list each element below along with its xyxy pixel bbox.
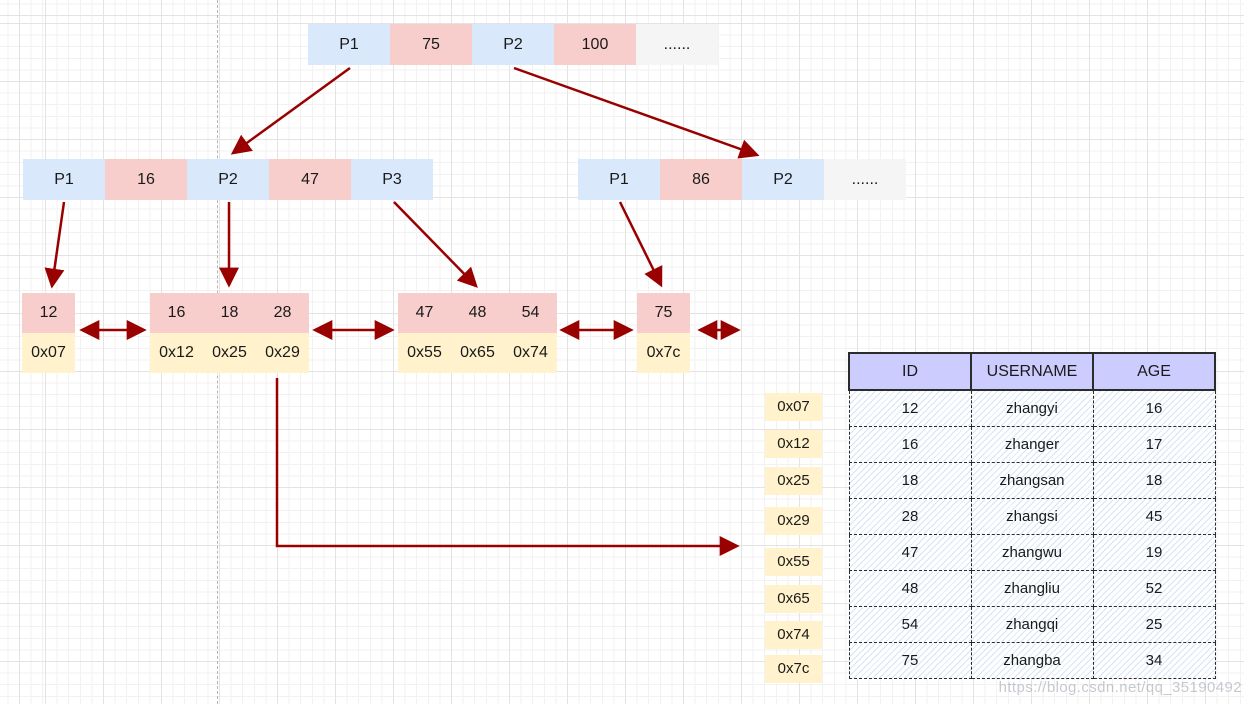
- arrow-internal-left-p1-to-leaf-12: [44, 201, 66, 289]
- table-row: 12 zhangyi 16: [848, 389, 1216, 427]
- address-label: 0x74: [765, 621, 822, 649]
- node-cell-pointer: P2: [187, 159, 269, 200]
- node-cell-pointer: P1: [308, 24, 390, 65]
- watermark: https://blog.csdn.net/qq_35190492: [998, 679, 1242, 696]
- table-row: 75 zhangba 34: [848, 642, 1216, 679]
- table-row: 47 zhangwu 19: [848, 534, 1216, 571]
- arrow-leaf-0x29-to-table: [275, 378, 740, 556]
- node-cell-ellipsis: ......: [824, 159, 906, 200]
- table-cell: 17: [1092, 426, 1216, 463]
- leaf-key-cell: 16: [150, 293, 203, 333]
- table-row: 54 zhangqi 25: [848, 606, 1216, 643]
- leaf-address-cell: 0x7c: [637, 333, 690, 373]
- table-cell: 54: [848, 606, 972, 643]
- table-cell: 19: [1092, 534, 1216, 571]
- table-cell: 16: [1092, 389, 1216, 427]
- data-table: ID USERNAME AGE 12 zhangyi 16 16 zhanger…: [848, 352, 1216, 679]
- arrow-internal-left-p3-to-leaf-47: [393, 201, 478, 288]
- leaf-address-cell: 0x12: [150, 333, 203, 373]
- table-cell: 48: [848, 570, 972, 607]
- table-cell: 34: [1092, 642, 1216, 679]
- table-header-row: ID USERNAME AGE: [848, 352, 1216, 391]
- btree-root-node: P1 75 P2 100 ......: [308, 24, 718, 65]
- leaf-key-cell: 47: [398, 293, 451, 333]
- table-row: 18 zhangsan 18: [848, 462, 1216, 499]
- table-cell: zhangyi: [970, 389, 1094, 427]
- node-cell-pointer: P3: [351, 159, 433, 200]
- table-cell: zhangsi: [970, 498, 1094, 535]
- node-cell-key: 75: [390, 24, 472, 65]
- table-cell: zhanger: [970, 426, 1094, 463]
- arrow-root-p2-to-internal-right: [513, 66, 760, 159]
- table-row: 16 zhanger 17: [848, 426, 1216, 463]
- table-cell: 12: [848, 389, 972, 427]
- leaf-key-cell: 75: [637, 293, 690, 333]
- btree-internal-node-left: P1 16 P2 47 P3: [23, 159, 433, 200]
- table-cell: 45: [1092, 498, 1216, 535]
- address-label: 0x65: [765, 585, 822, 613]
- leaf-key-cell: 18: [203, 293, 256, 333]
- table-cell: zhangqi: [970, 606, 1094, 643]
- table-cell: 18: [1092, 462, 1216, 499]
- btree-leaf-node: 12 0x07: [22, 293, 75, 373]
- table-row: 48 zhangliu 52: [848, 570, 1216, 607]
- table-cell: 16: [848, 426, 972, 463]
- node-cell-pointer: P2: [472, 24, 554, 65]
- leaf-key-cell: 54: [504, 293, 557, 333]
- leaf-address-cell: 0x55: [398, 333, 451, 373]
- table-row: 28 zhangsi 45: [848, 498, 1216, 535]
- table-header-cell: AGE: [1092, 352, 1216, 391]
- node-cell-key: 16: [105, 159, 187, 200]
- table-cell: zhangba: [970, 642, 1094, 679]
- table-cell: 52: [1092, 570, 1216, 607]
- leaf-address-cell: 0x65: [451, 333, 504, 373]
- table-cell: zhangliu: [970, 570, 1094, 607]
- node-cell-pointer: P1: [23, 159, 105, 200]
- table-header-cell: ID: [848, 352, 972, 391]
- table-cell: 18: [848, 462, 972, 499]
- table-cell: 75: [848, 642, 972, 679]
- btree-leaf-node: 16 18 28 0x12 0x25 0x29: [150, 293, 309, 373]
- node-cell-pointer: P1: [578, 159, 660, 200]
- leaf-address-cell: 0x07: [22, 333, 75, 373]
- table-cell: zhangsan: [970, 462, 1094, 499]
- table-cell: zhangwu: [970, 534, 1094, 571]
- arrow-internal-right-p1-to-leaf-75: [618, 201, 663, 288]
- leaf-key-cell: 28: [256, 293, 309, 333]
- arrow-root-p1-to-internal-left: [230, 66, 351, 155]
- table-cell: 28: [848, 498, 972, 535]
- address-label: 0x25: [765, 467, 822, 495]
- node-cell-key: 86: [660, 159, 742, 200]
- address-label: 0x07: [765, 393, 822, 421]
- node-cell-ellipsis: ......: [636, 24, 718, 65]
- node-cell-pointer: P2: [742, 159, 824, 200]
- table-header-cell: USERNAME: [970, 352, 1094, 391]
- leaf-address-cell: 0x74: [504, 333, 557, 373]
- address-label: 0x55: [765, 548, 822, 576]
- leaf-address-cell: 0x29: [256, 333, 309, 373]
- leaf-key-cell: 12: [22, 293, 75, 333]
- table-cell: 47: [848, 534, 972, 571]
- node-cell-key: 47: [269, 159, 351, 200]
- btree-leaf-node: 75 0x7c: [637, 293, 690, 373]
- address-label: 0x7c: [765, 655, 822, 683]
- table-cell: 25: [1092, 606, 1216, 643]
- btree-internal-node-right: P1 86 P2 ......: [578, 159, 906, 200]
- address-label: 0x29: [765, 507, 822, 535]
- leaf-key-cell: 48: [451, 293, 504, 333]
- address-label: 0x12: [765, 430, 822, 458]
- node-cell-key: 100: [554, 24, 636, 65]
- leaf-address-cell: 0x25: [203, 333, 256, 373]
- btree-leaf-node: 47 48 54 0x55 0x65 0x74: [398, 293, 557, 373]
